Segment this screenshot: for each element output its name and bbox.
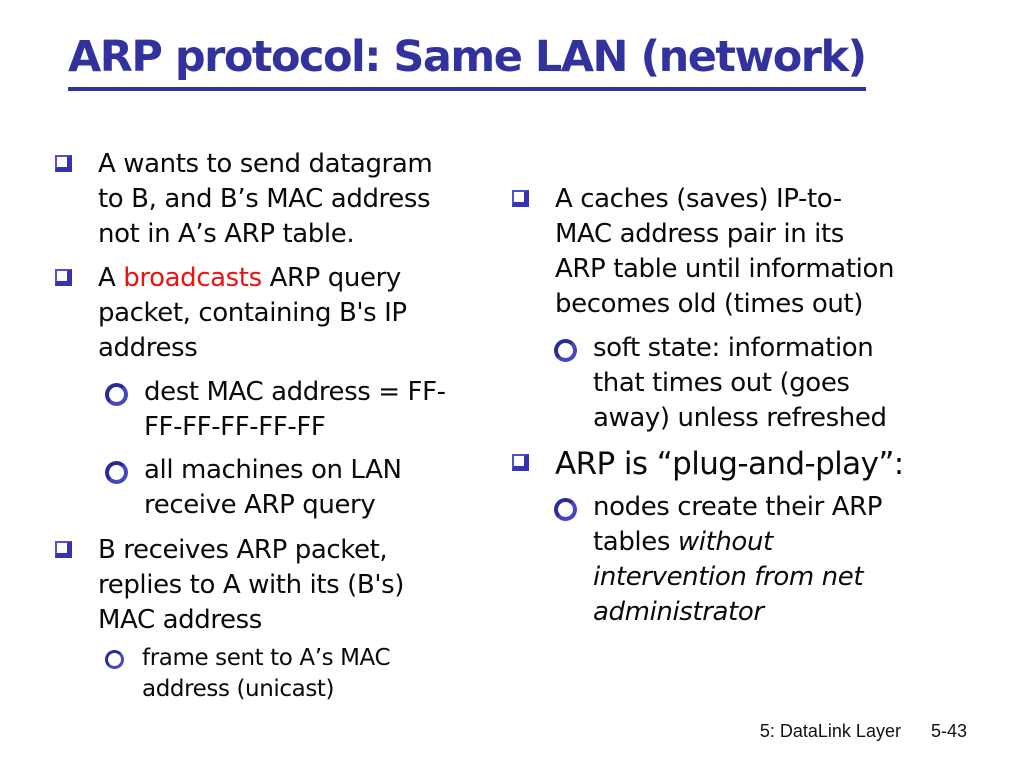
text-run: ARP query packet, containing B's IP addr… — [98, 263, 407, 363]
sub-bullet-item: nodes create their ARP tables without in… — [554, 490, 982, 630]
bullet-item: ARP is “plug-and-play”: — [512, 442, 982, 486]
bullet-item: A wants to send datagram to B, and B’s M… — [55, 147, 505, 252]
square-bullet-icon — [55, 269, 72, 286]
circle-bullet-icon — [105, 461, 128, 484]
slide-title: ARP protocol: Same LAN (network) — [68, 32, 867, 91]
bullet-text: nodes create their ARP tables without in… — [593, 490, 882, 630]
bullet-text: ARP is “plug-and-play”: — [555, 446, 904, 482]
footer-section-label: 5: DataLink Layer — [759, 721, 901, 741]
left-column: A wants to send datagram to B, and B’s M… — [55, 147, 505, 705]
circle-bullet-icon — [554, 498, 577, 521]
bullet-text: soft state: information that times out (… — [593, 333, 887, 433]
bullet-text: dest MAC address = FF- FF-FF-FF-FF-FF — [144, 377, 446, 442]
italic-text-run: without intervention from net administra… — [593, 527, 864, 627]
bullet-text: A wants to send datagram to B, and B’s M… — [98, 149, 433, 249]
sub-bullet-item: frame sent to A’s MAC address (unicast) — [105, 643, 505, 705]
circle-bullet-icon — [554, 339, 577, 362]
bullet-text: A broadcasts ARP query packet, containin… — [98, 261, 407, 366]
text-run: nodes create their ARP tables — [593, 492, 883, 557]
text-run: A — [98, 263, 124, 293]
square-bullet-icon — [512, 454, 529, 471]
bullet-text: frame sent to A’s MAC address (unicast) — [142, 645, 391, 702]
footer-page-number: 5-43 — [930, 721, 967, 741]
square-bullet-icon — [512, 190, 529, 207]
bullet-text: A caches (saves) IP-to- MAC address pair… — [555, 184, 895, 319]
sub-bullet-item: dest MAC address = FF- FF-FF-FF-FF-FF — [105, 375, 505, 445]
circle-bullet-icon — [105, 650, 124, 669]
bullet-item: B receives ARP packet, replies to A with… — [55, 533, 505, 638]
bullet-item: A caches (saves) IP-to- MAC address pair… — [512, 182, 982, 322]
square-bullet-icon — [55, 155, 72, 172]
highlighted-text-run: broadcasts — [123, 263, 262, 293]
bullet-text: B receives ARP packet, replies to A with… — [98, 535, 404, 635]
sub-bullet-item: soft state: information that times out (… — [554, 331, 982, 436]
slide-footer: 5: DataLink Layer 5-43 — [760, 721, 967, 742]
bullet-item: A broadcasts ARP query packet, containin… — [55, 261, 505, 366]
bullet-text: all machines on LAN receive ARP query — [144, 455, 402, 520]
sub-bullet-item: all machines on LAN receive ARP query — [105, 453, 505, 523]
circle-bullet-icon — [105, 383, 128, 406]
right-column: A caches (saves) IP-to- MAC address pair… — [512, 182, 982, 638]
square-bullet-icon — [55, 541, 72, 558]
